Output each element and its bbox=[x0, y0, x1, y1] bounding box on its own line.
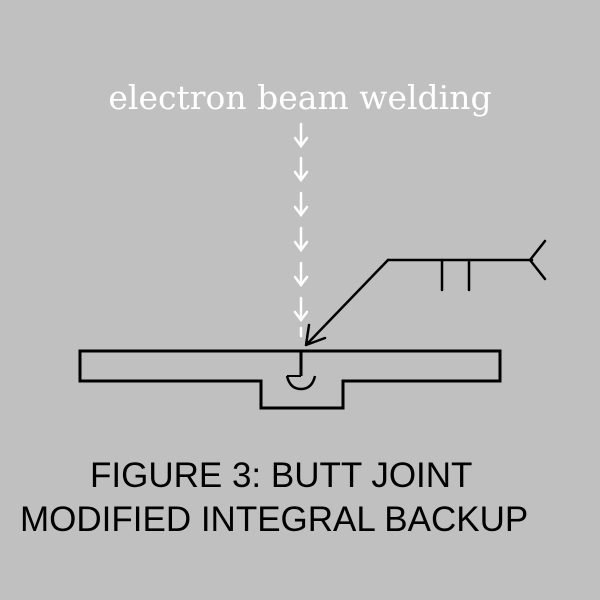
tail-symbol bbox=[528, 239, 547, 281]
welding-symbol bbox=[304, 239, 547, 347]
electron-beam-arrows bbox=[293, 122, 309, 338]
plate-outline bbox=[78, 349, 502, 410]
beam-arrow bbox=[293, 191, 309, 218]
figure-caption-title: FIGURE 3: BUTT JOINT bbox=[90, 456, 473, 495]
beam-arrow bbox=[293, 156, 309, 183]
beam-arrow bbox=[293, 261, 309, 288]
workpiece bbox=[78, 349, 502, 410]
leader-line bbox=[306, 258, 390, 345]
beam-arrow bbox=[293, 226, 309, 253]
beam-arrow bbox=[293, 296, 309, 323]
beam-arrow bbox=[293, 122, 309, 149]
beam-label: electron beam welding bbox=[108, 78, 492, 117]
weld-bead bbox=[285, 375, 317, 391]
figure-caption-subtitle: MODIFIED INTEGRAL BACKUP bbox=[20, 500, 529, 539]
leader-arrowhead bbox=[304, 323, 327, 347]
